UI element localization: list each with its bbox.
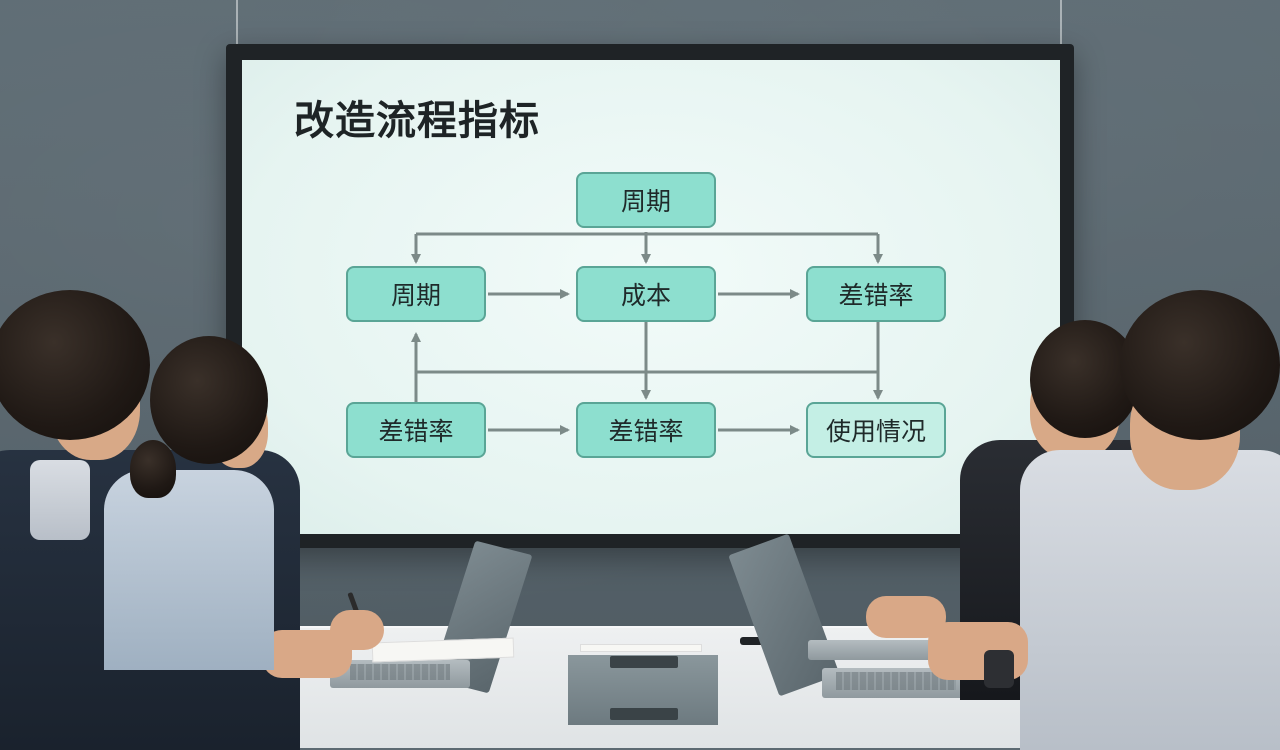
laptop-right-keyboard (836, 672, 956, 690)
person-woman-ponytail (130, 440, 176, 498)
person-woman-hair (150, 336, 268, 464)
person-far-right-man-hair (1120, 290, 1280, 440)
wall-display: 改造流程指标 (226, 44, 1074, 548)
node-mid-right-error-rate: 差错率 (806, 266, 946, 322)
node-bot-right-usage: 使用情况 (806, 402, 946, 458)
person-woman-shirt (104, 470, 274, 670)
table-port-bottom (610, 708, 678, 720)
person-left-man-hair (0, 290, 150, 440)
node-bot-left-error-rate: 差错率 (346, 402, 486, 458)
flowchart-arrows (411, 232, 883, 435)
ceiling-cable-left (236, 0, 238, 48)
person-left-man-collar (30, 460, 90, 540)
person-far-right-man-shirt (1020, 450, 1280, 750)
node-mid-left-cycle: 周期 (346, 266, 486, 322)
node-top-cycle: 周期 (576, 172, 716, 228)
person-woman-hand (330, 610, 384, 650)
ceiling-cable-right (1060, 0, 1062, 48)
node-mid-center-cost: 成本 (576, 266, 716, 322)
table-port-top (610, 656, 678, 668)
pencil-on-table (580, 644, 702, 652)
node-bot-center-error-rate: 差错率 (576, 402, 716, 458)
slide-screen: 改造流程指标 (242, 60, 1060, 534)
slide-title: 改造流程指标 (294, 98, 540, 144)
wristwatch (984, 650, 1014, 688)
laptop-right-small-base (808, 640, 938, 660)
laptop-left-keyboard (350, 664, 450, 680)
